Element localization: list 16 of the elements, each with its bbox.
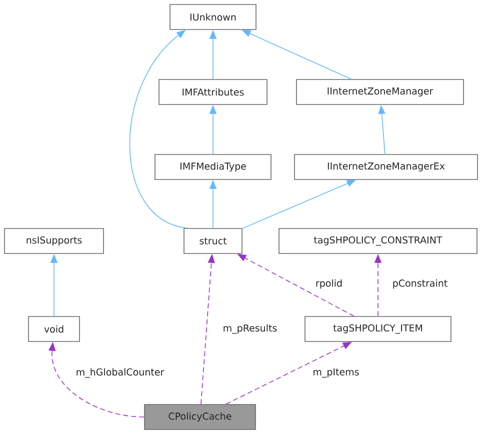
edge-label: m_pResults bbox=[222, 323, 278, 335]
class-box: tagSHPOLICY_ITEM bbox=[304, 316, 452, 342]
edge-label: m_hGlobalCounter bbox=[74, 367, 166, 379]
class-box: nsISupports bbox=[4, 228, 104, 254]
class-box: IMFAttributes bbox=[158, 79, 268, 105]
class-box: IInternetZoneManager bbox=[296, 79, 464, 105]
class-box: IUnknown bbox=[170, 4, 256, 30]
edge-label: m_pItems bbox=[312, 367, 360, 379]
class-box: CPolicyCache bbox=[144, 404, 256, 430]
class-box: IInternetZoneManagerEx bbox=[294, 154, 478, 180]
class-box: void bbox=[28, 316, 80, 342]
edge-label: rpolid bbox=[314, 278, 344, 290]
class-box: struct bbox=[184, 228, 242, 254]
class-box: tagSHPOLICY_CONSTRAINT bbox=[278, 228, 478, 254]
edge-label: pConstraint bbox=[391, 278, 449, 290]
class-box: IMFMediaType bbox=[154, 154, 272, 180]
